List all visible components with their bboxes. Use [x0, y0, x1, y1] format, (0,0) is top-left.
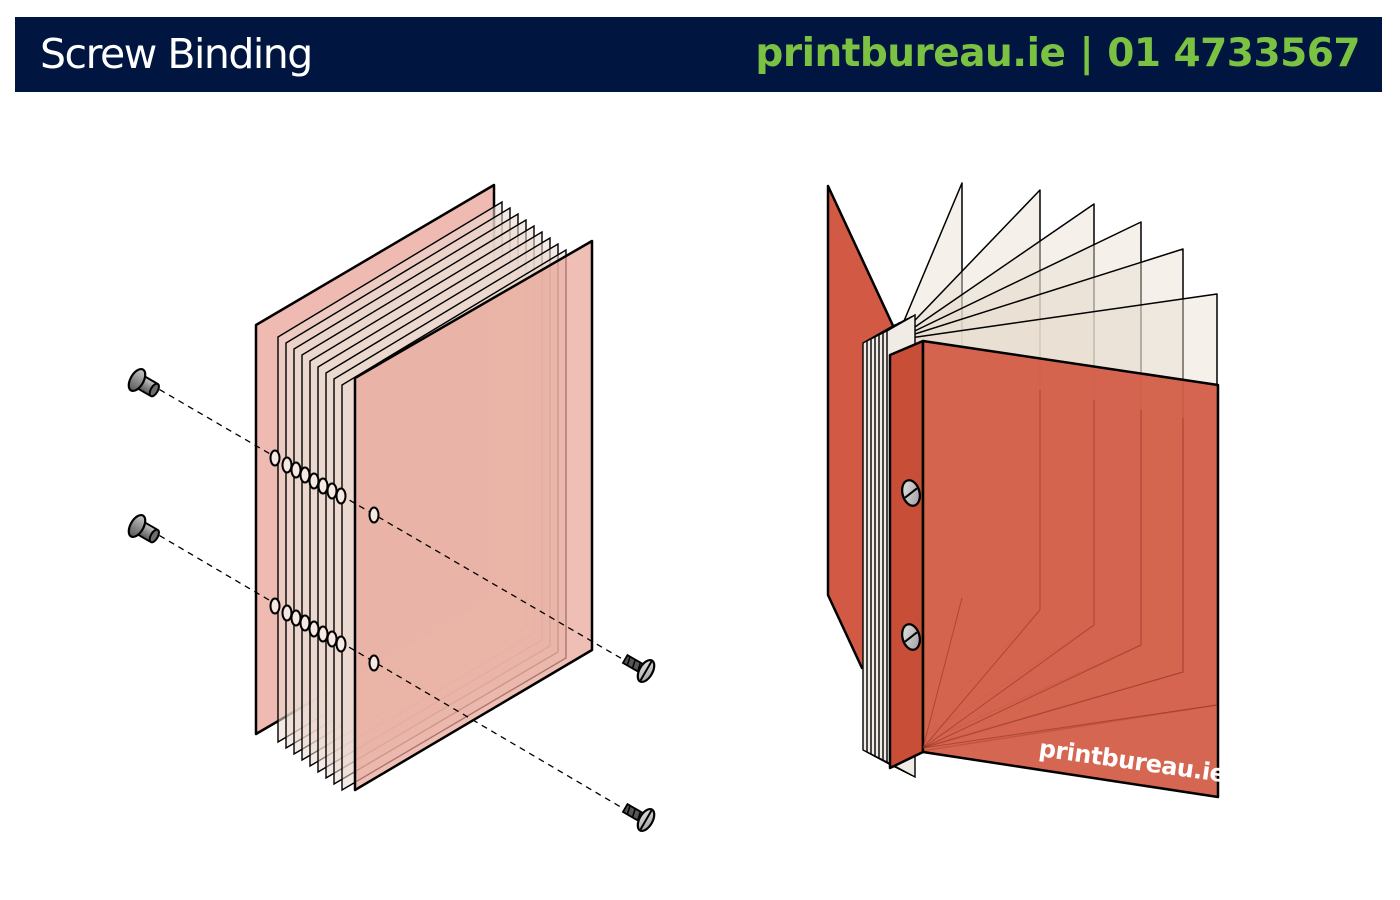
screw-post-icon — [127, 368, 160, 398]
punched-hole — [317, 625, 329, 643]
punched-hole — [368, 506, 380, 524]
screw-icon — [900, 623, 922, 651]
punched-hole — [269, 597, 281, 615]
punched-hole — [317, 477, 329, 495]
brand-site: printbureau.ie — [755, 31, 1066, 76]
punched-hole — [335, 635, 347, 653]
punched-hole — [290, 609, 302, 627]
screw-icon — [900, 479, 922, 507]
front-cover-binding-strip — [888, 339, 925, 770]
brand-contact: printbureau.ie | 01 4733567 — [755, 26, 1360, 82]
exploded-view — [127, 183, 656, 832]
punched-hole — [335, 487, 347, 505]
header-banner: Screw Binding printbureau.ie | 01 4733567 — [15, 17, 1382, 92]
punched-hole — [326, 482, 338, 500]
bound-book-view: printbureau.ie — [826, 182, 1228, 799]
screw-icon — [621, 802, 656, 832]
punched-hole — [281, 604, 293, 622]
punched-holes-lower — [269, 597, 380, 672]
screw-icon — [621, 653, 656, 683]
insertion-guide — [149, 383, 637, 668]
brand-phone: 01 4733567 — [1107, 31, 1360, 76]
punched-hole — [368, 654, 380, 672]
punched-hole — [308, 472, 320, 490]
punched-hole — [290, 461, 302, 479]
punched-hole — [299, 614, 311, 632]
punched-holes-upper — [269, 449, 380, 524]
punched-hole — [308, 620, 320, 638]
page-title: Screw Binding — [40, 30, 313, 78]
page-shadow-lines — [922, 390, 1218, 749]
book-front-cover — [921, 339, 1220, 799]
punched-hole — [326, 630, 338, 648]
insertion-guide — [149, 529, 637, 817]
brand-separator: | — [1079, 31, 1094, 76]
screw-post-icon — [127, 514, 160, 544]
punched-hole — [269, 449, 281, 467]
punched-hole — [281, 456, 293, 474]
punched-hole — [299, 466, 311, 484]
front-cover-sheet — [353, 239, 594, 792]
